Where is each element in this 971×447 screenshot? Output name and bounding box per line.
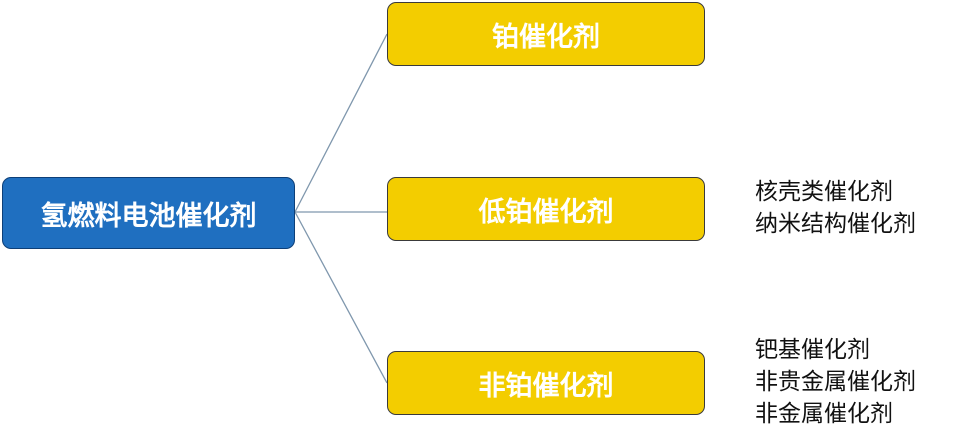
branch-node-label: 低铂催化剂 bbox=[478, 196, 614, 228]
list-item: 非贵金属催化剂 bbox=[755, 369, 916, 395]
low-pt-subtypes-list: 核壳类催化剂 纳米结构催化剂 bbox=[755, 176, 916, 240]
branch-node-low-pt-catalyst: 低铂催化剂 bbox=[387, 177, 705, 241]
branch-node-label: 非铂催化剂 bbox=[478, 370, 614, 402]
list-item: 纳米结构催化剂 bbox=[755, 211, 916, 237]
list-item: 非金属催化剂 bbox=[755, 401, 893, 427]
root-node-fuel-cell-catalyst: 氢燃料电池催化剂 bbox=[2, 177, 295, 249]
list-item: 核壳类催化剂 bbox=[755, 179, 893, 205]
root-node-label: 氢燃料电池催化剂 bbox=[40, 200, 257, 232]
branch-node-label: 铂催化剂 bbox=[492, 21, 600, 53]
connector-to-pt bbox=[294, 33, 388, 213]
branch-node-non-pt-catalyst: 非铂催化剂 bbox=[387, 351, 705, 415]
non-pt-subtypes-list: 钯基催化剂 非贵金属催化剂 非金属催化剂 bbox=[755, 334, 916, 430]
branch-node-pt-catalyst: 铂催化剂 bbox=[387, 2, 705, 66]
connector-to-non-pt bbox=[294, 211, 388, 384]
list-item: 钯基催化剂 bbox=[755, 337, 870, 363]
